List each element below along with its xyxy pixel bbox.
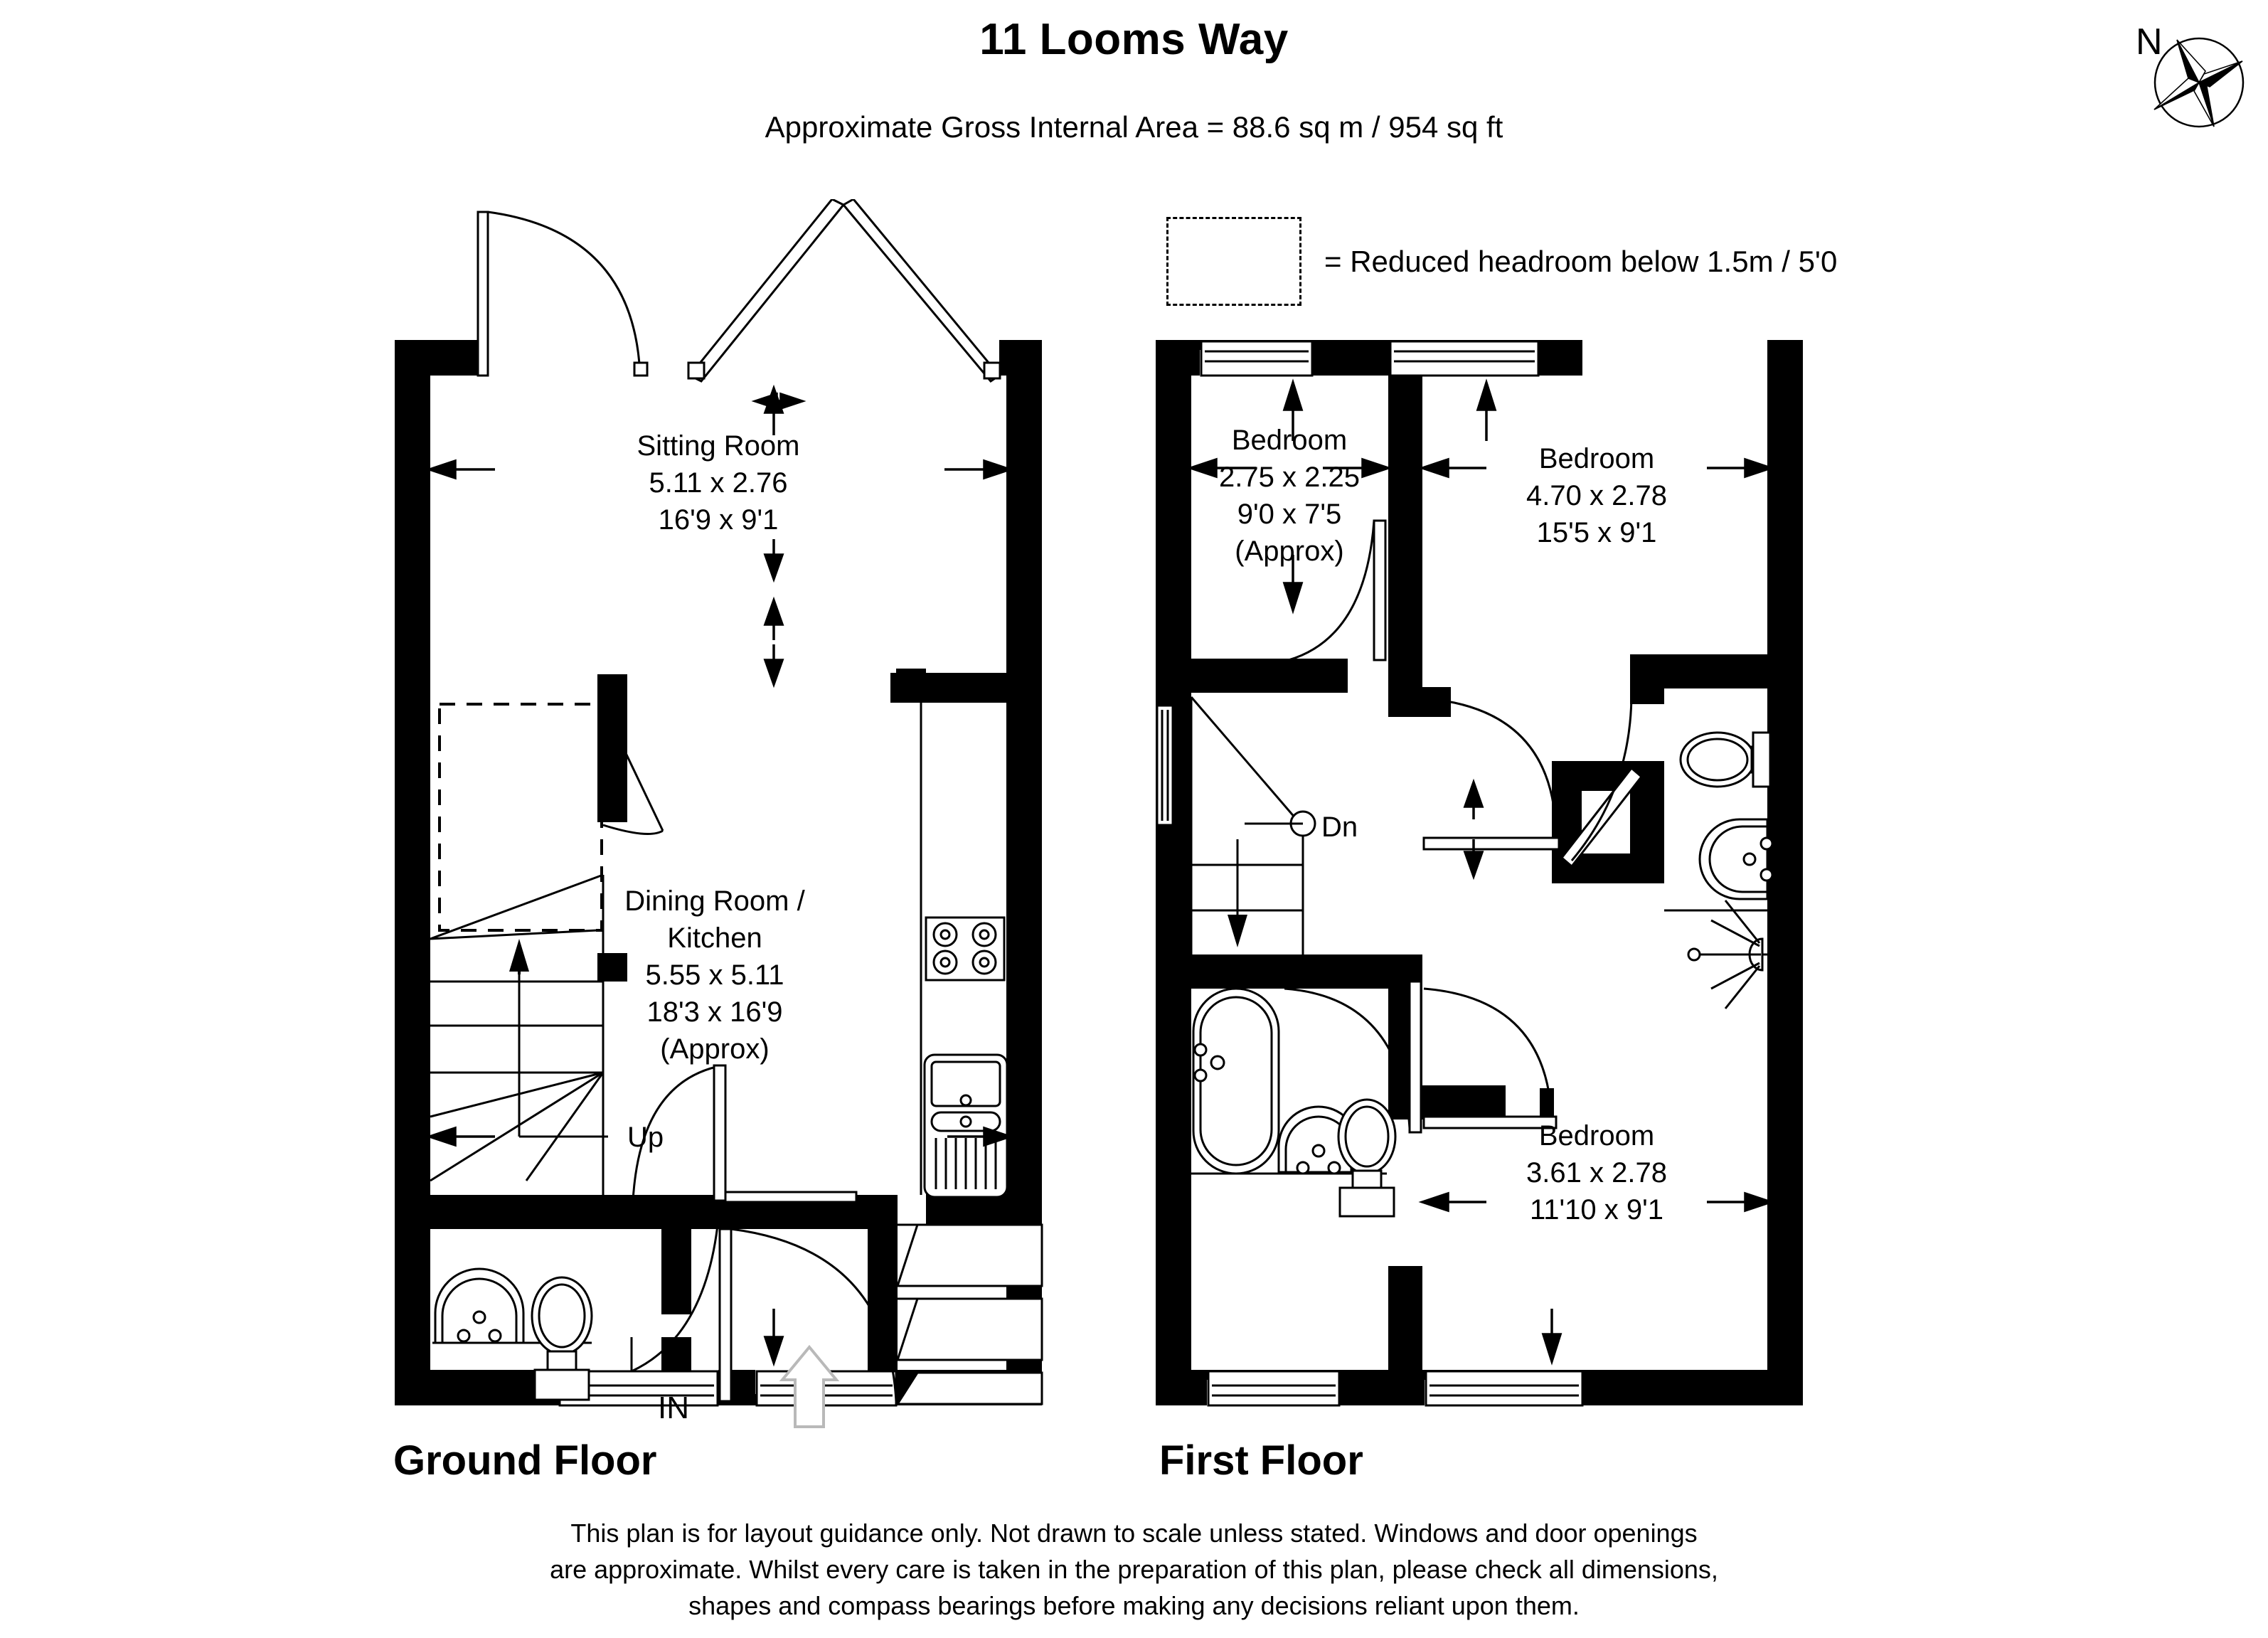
compass-north-label: N xyxy=(2136,21,2163,63)
room-imperial: 11'10 x 9'1 xyxy=(1530,1194,1663,1225)
ensuite-basin-icon xyxy=(1664,818,1774,912)
front-door-icon xyxy=(718,1228,898,1403)
bath-icon xyxy=(1192,987,1280,1175)
reduced-headroom-zone xyxy=(438,703,603,932)
room-imperial: 15'5 x 9'1 xyxy=(1537,517,1657,548)
hob-icon xyxy=(925,916,1006,982)
room-metric: 4.70 x 2.78 xyxy=(1526,480,1667,511)
gross-internal-area-text: Approximate Gross Internal Area = 88.6 s… xyxy=(765,110,1503,144)
bathroom-toilet-icon xyxy=(1337,1098,1397,1218)
entrance-in-label: IN xyxy=(658,1390,689,1425)
ground-floor-dimension-arrows xyxy=(425,384,1014,1367)
disclaimer-line-1: This plan is for layout guidance only. N… xyxy=(570,1519,1698,1548)
room-metric: 3.61 x 2.78 xyxy=(1526,1157,1667,1188)
bedroom1-label-group: Bedroom 2.75 x 2.25 9'0 x 7'5 (Approx) xyxy=(1219,425,1360,567)
stair-down-label: Dn xyxy=(1321,812,1358,843)
room-name: Bedroom xyxy=(1539,1120,1654,1152)
legend-label: = Reduced headroom below 1.5m / 5'0 xyxy=(1324,244,1838,278)
ground-floor-plan: Up xyxy=(395,199,1043,1428)
french-doors-icon xyxy=(687,199,1001,383)
room-name: Sitting Room xyxy=(637,430,800,462)
room-metric: 5.11 x 2.76 xyxy=(649,467,788,499)
disclaimer: This plan is for layout guidance only. N… xyxy=(0,1515,2268,1624)
ground-floor-caption: Ground Floor xyxy=(393,1437,657,1484)
legend: = Reduced headroom below 1.5m / 5'0 xyxy=(1166,217,1837,306)
first-floor-windows xyxy=(1156,340,1584,1407)
room-name: Dining Room / xyxy=(624,886,805,917)
stairs-icon xyxy=(1190,696,1316,954)
room-name-2: Kitchen xyxy=(667,922,762,954)
compass-star-icon xyxy=(2153,39,2243,127)
reduced-headroom-swatch-icon xyxy=(1166,217,1301,306)
dining-kitchen-label-group: Dining Room / Kitchen 5.55 x 5.11 18'3 x… xyxy=(624,886,805,1065)
compass-rose: N xyxy=(2130,13,2258,134)
first-floor-dimension-arrows xyxy=(1186,378,1775,1366)
room-imperial: 9'0 x 7'5 xyxy=(1237,499,1341,530)
disclaimer-line-2: are approximate. Whilst every care is ta… xyxy=(550,1555,1718,1585)
bedroom3-label-group: Bedroom 3.61 x 2.78 11'10 x 9'1 xyxy=(1526,1120,1667,1225)
entrance-arrow-icon xyxy=(779,1344,840,1428)
disclaimer-line-3: shapes and compass bearings before makin… xyxy=(688,1591,1580,1621)
sink-icon xyxy=(923,1053,1008,1198)
kitchen-recess-cabinets xyxy=(895,1223,1043,1405)
sitting-room-label-group: Sitting Room 5.11 x 2.76 16'9 x 9'1 xyxy=(637,430,800,536)
room-name: Bedroom xyxy=(1232,425,1347,456)
bathroom-door-icon xyxy=(1284,980,1422,1134)
first-floor-caption: First Floor xyxy=(1159,1437,1363,1484)
kitchen-door-icon xyxy=(632,1064,727,1202)
ensuite-toilet-icon xyxy=(1679,731,1772,788)
first-floor-plan: Dn xyxy=(1156,340,1803,1407)
stairs-icon xyxy=(430,873,608,1195)
room-name: Bedroom xyxy=(1539,443,1654,474)
room-approx: (Approx) xyxy=(1235,536,1343,567)
kitchen-units xyxy=(920,703,1008,1198)
room-metric: 5.55 x 5.11 xyxy=(646,959,784,991)
room-imperial: 16'9 x 9'1 xyxy=(659,504,779,536)
first-floor-walls xyxy=(1156,340,1803,1405)
bedroom1-door-icon xyxy=(1288,519,1387,661)
compass-circle-icon xyxy=(2153,37,2245,128)
room-approx: (Approx) xyxy=(660,1033,769,1065)
ensuite-door-icon xyxy=(1560,692,1644,868)
room-metric: 2.75 x 2.25 xyxy=(1219,462,1360,493)
cupboard-door-icon xyxy=(602,705,664,835)
bedroom2-door-icon xyxy=(1422,697,1560,851)
page-title: 11 Looms Way xyxy=(979,15,1289,64)
wc-basin-icon xyxy=(432,1267,592,1344)
bedroom3-door-icon xyxy=(1422,987,1558,1129)
kitchen-recess-walls xyxy=(1006,1286,1042,1373)
room-imperial: 18'3 x 16'9 xyxy=(647,996,783,1028)
sitting-room-door-icon xyxy=(477,211,649,377)
wc-toilet-icon xyxy=(531,1276,593,1401)
bedroom2-label-group: Bedroom 4.70 x 2.78 15'5 x 9'1 xyxy=(1526,443,1667,548)
shower-icon xyxy=(1687,900,1778,1009)
